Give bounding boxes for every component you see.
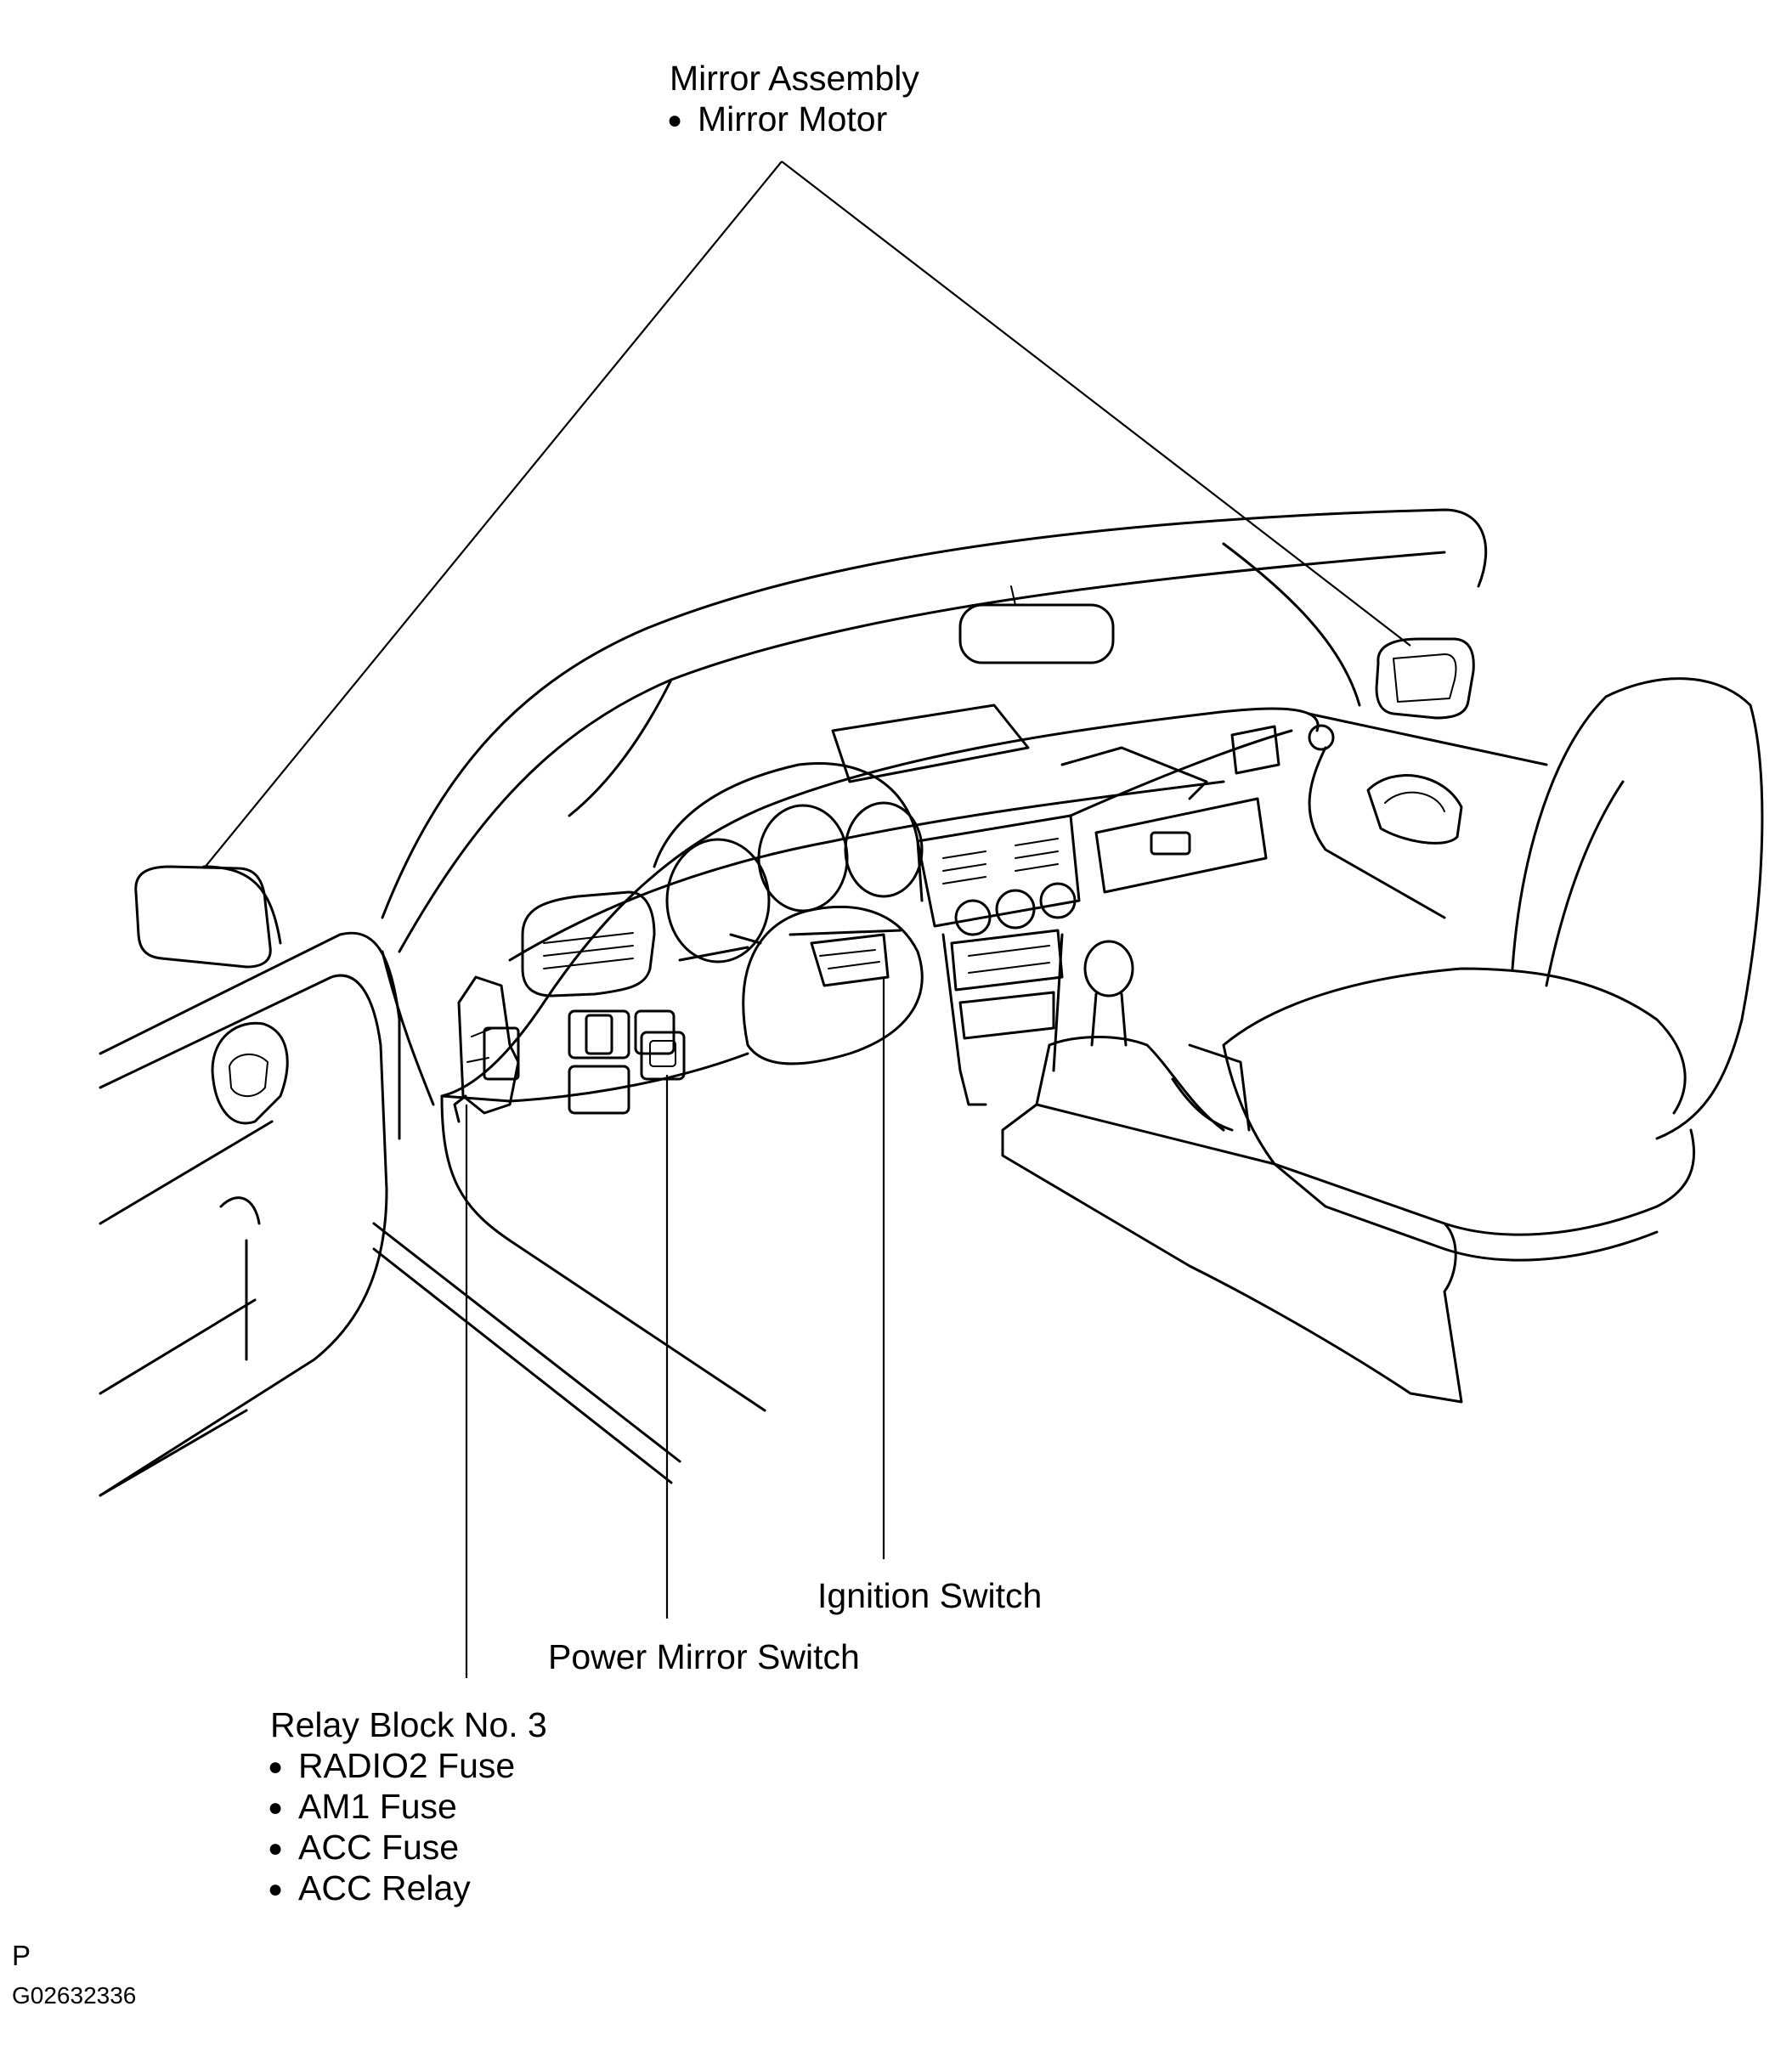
shift-lever <box>1035 940 1225 1132</box>
figure-id: G02632336 <box>12 1982 137 2009</box>
windshield-frame <box>381 508 1488 953</box>
switch-panel <box>568 1009 676 1115</box>
passenger-seat <box>1222 677 1764 1262</box>
radio2-fuse-label: RADIO2 Fuse <box>268 1749 515 1783</box>
leader-mirror-right <box>781 161 1411 647</box>
right-outside-mirror <box>1375 637 1475 720</box>
left-vent <box>521 890 656 997</box>
ignition-switch-label: Ignition Switch <box>817 1576 1043 1615</box>
mirror-motor-label: Mirror Motor <box>667 102 887 137</box>
mirror-assembly-label: Mirror Assembly <box>670 59 919 98</box>
leader-lines <box>203 161 1411 1678</box>
left-door <box>99 931 401 1497</box>
center-tunnel <box>1001 1043 1463 1404</box>
leader-mirror-left <box>203 161 783 869</box>
acc-fuse-label: ACC Fuse <box>268 1830 459 1865</box>
page-mark: P <box>12 1940 31 1971</box>
relay-block <box>453 975 520 1123</box>
ignition-switch-housing <box>810 933 890 987</box>
a-pillar <box>372 950 766 1484</box>
instrument-cluster <box>653 762 924 964</box>
rearview-mirror <box>958 585 1115 664</box>
right-door <box>1307 712 1548 919</box>
acc-relay-label: ACC Relay <box>268 1871 471 1906</box>
left-outside-mirror <box>134 865 282 969</box>
steering-wheel <box>678 905 924 1065</box>
relay-block-label: Relay Block No. 3 <box>270 1705 547 1744</box>
dashboard <box>440 704 1320 1103</box>
power-mirror-switch-label: Power Mirror Switch <box>548 1637 860 1676</box>
am1-fuse-label: AM1 Fuse <box>268 1789 457 1824</box>
power-mirror-switch-unit <box>640 1031 686 1081</box>
passenger-dash <box>1069 725 1293 894</box>
center-console <box>916 814 1081 1106</box>
